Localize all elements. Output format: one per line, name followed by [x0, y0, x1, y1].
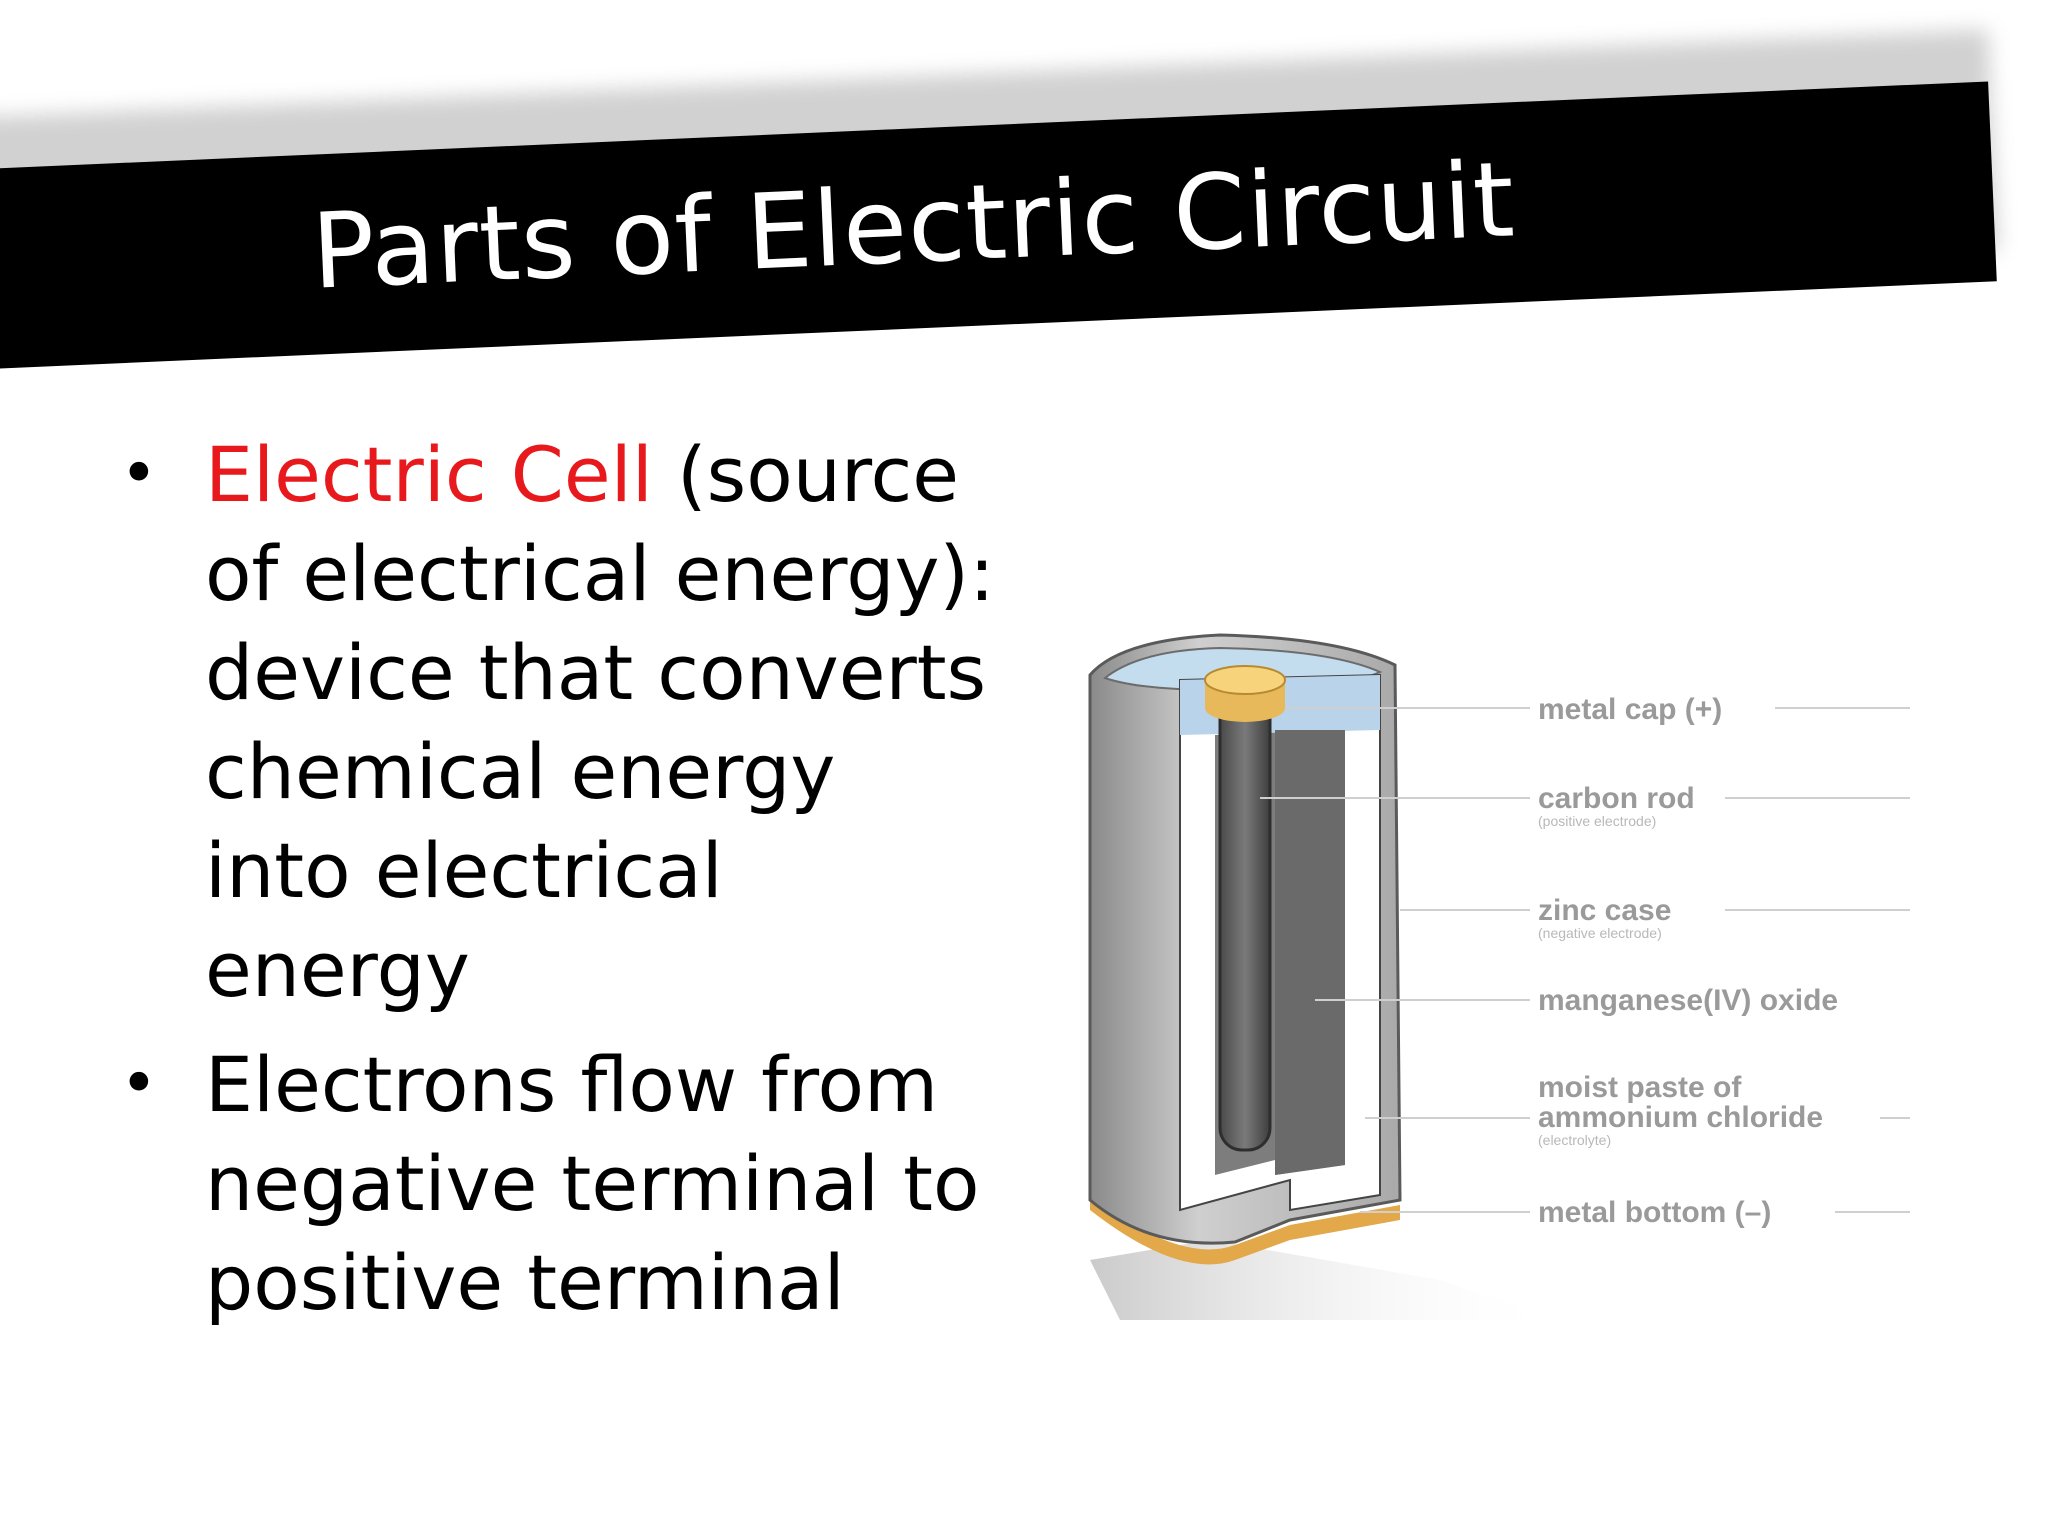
sublabel-zinc-case: (negative electrode) [1538, 925, 1662, 941]
label-ammonium-chloride: ammonium chloride [1538, 1101, 1823, 1134]
label-zinc-case: zinc case [1538, 894, 1671, 927]
bullet-text: Electrons flow from negative terminal to… [205, 1040, 980, 1327]
bullet-item-electron-flow: • Electrons flow from negative terminal … [120, 1035, 1000, 1332]
manganese-oxide-face [1275, 730, 1345, 1175]
label-carbon-rod: carbon rod [1538, 782, 1695, 815]
label-moist-paste: moist paste of [1538, 1071, 1742, 1104]
sublabel-carbon-rod: (positive electrode) [1538, 813, 1656, 829]
bullet-item-electric-cell: • Electric Cell (source of electrical en… [120, 425, 1000, 1019]
dry-cell-illustration: metal cap (+) carbon rod (positive elect… [1088, 633, 1910, 1320]
dry-cell-diagram: metal cap (+) carbon rod (positive elect… [1060, 620, 1930, 1320]
carbon-rod-shape [1218, 693, 1272, 1152]
leader-lines [1260, 707, 1910, 1213]
metal-bottom-shape [1090, 1195, 1400, 1265]
sublabel-electrolyte: (electrolyte) [1538, 1132, 1611, 1148]
bullet-marker: • [120, 1047, 158, 1121]
bullet-marker: • [120, 437, 158, 511]
bullet-highlight: Electric Cell [205, 430, 653, 519]
label-metal-bottom: metal bottom (–) [1538, 1196, 1771, 1229]
bullet-text: (source of electrical energy): device th… [205, 430, 995, 1014]
label-metal-cap: metal cap (+) [1538, 693, 1722, 726]
label-manganese-oxide: manganese(IV) oxide [1538, 984, 1838, 1017]
metal-cap-top [1204, 665, 1286, 695]
slide-title: Parts of Electric Circuit [309, 138, 1518, 313]
bullet-list: • Electric Cell (source of electrical en… [120, 425, 1000, 1348]
